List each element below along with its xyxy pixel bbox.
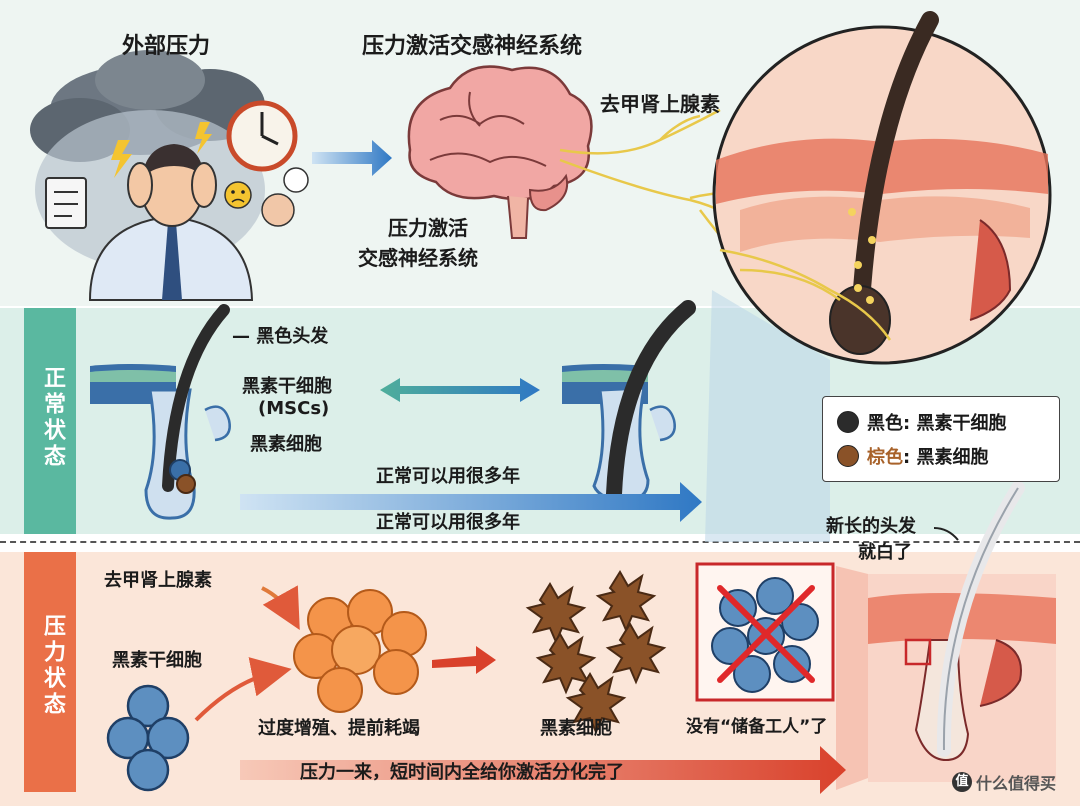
stress-msc-label: 黑素干细胞 bbox=[112, 650, 202, 671]
melanocyte-cells bbox=[525, 570, 667, 735]
legend-brown-key: 棕色 bbox=[867, 447, 903, 468]
legend-row-brown: 棕色 : 黑素细胞 bbox=[837, 441, 988, 471]
normal-state-label: 正常状态 bbox=[40, 366, 65, 470]
sympathetic-heading: 压力激活交感神经系统 bbox=[362, 34, 583, 59]
cross-icon bbox=[717, 585, 815, 683]
years-label-lower: 正常可以用很多年 bbox=[376, 512, 520, 533]
clock-icon bbox=[226, 100, 298, 172]
external-pressure-heading: 外部压力 bbox=[122, 34, 211, 59]
bidirectional-arrow bbox=[380, 378, 540, 402]
legend-black-key: 黑色 bbox=[867, 413, 903, 434]
follicle-zoom-circle bbox=[712, 11, 1052, 365]
site-logo-icon: 值 bbox=[952, 772, 972, 792]
section-divider bbox=[0, 541, 1080, 543]
msc-label-line1: 黑素干细胞 bbox=[242, 376, 332, 397]
proliferation-label: 过度增殖、提前耗竭 bbox=[258, 718, 420, 739]
msc-cell-cluster bbox=[106, 684, 190, 792]
lightning-icon bbox=[111, 122, 212, 178]
normal-state-label-box: 正常状态 bbox=[24, 308, 76, 534]
stress-activation-label: 压力一来，短时间内全给你激活分化完了 bbox=[300, 762, 624, 783]
site-watermark: 值 什么值得买 bbox=[952, 770, 1056, 794]
black-hair-label: — 黑色头发 bbox=[232, 326, 329, 347]
stress-melanocyte-label: 黑素细胞 bbox=[540, 718, 612, 739]
color-legend: 黑色 : 黑素干细胞 棕色 : 黑素细胞 bbox=[822, 396, 1060, 482]
no-reserve-label: 没有“储备工人”了 bbox=[686, 717, 828, 737]
pressure-to-brain-arrow bbox=[312, 140, 392, 176]
clipboard-icon bbox=[45, 177, 87, 229]
white-hair-follicle bbox=[868, 481, 1056, 782]
legend-brown-value: : 黑素细胞 bbox=[903, 447, 989, 468]
worried-emoji-icon bbox=[224, 181, 252, 209]
sympathetic-caption-line1: 压力激活 bbox=[388, 216, 468, 240]
msc-label-line2: (MSCs) bbox=[258, 398, 330, 419]
new-hair-pointer bbox=[933, 527, 959, 541]
melanocyte-label: 黑素细胞 bbox=[250, 434, 322, 455]
normal-years-arrow bbox=[240, 482, 702, 522]
new-hair-label-line1: 新长的头发 bbox=[826, 516, 916, 537]
msc-to-proliferation-arrow bbox=[194, 657, 292, 722]
brain-icon bbox=[407, 65, 593, 239]
legend-black-value: : 黑素干细胞 bbox=[903, 413, 1007, 434]
normal-follicle-right bbox=[562, 300, 696, 502]
brown-dot-icon bbox=[837, 445, 859, 467]
stress-norepinephrine-label: 去甲肾上腺素 bbox=[104, 570, 212, 591]
stress-state-label-box: 压力状态 bbox=[24, 552, 76, 792]
sympathetic-caption-line2: 交感神经系统 bbox=[358, 246, 478, 270]
stress-zoom-connector bbox=[836, 566, 868, 790]
black-dot-icon bbox=[837, 411, 859, 433]
legend-row-black: 黑色 : 黑素干细胞 bbox=[837, 407, 1006, 437]
anxious-thought-icon bbox=[261, 167, 309, 227]
site-watermark-text: 什么值得买 bbox=[976, 774, 1057, 793]
zoom-connector bbox=[705, 290, 830, 542]
years-label-upper: 正常可以用很多年 bbox=[376, 466, 520, 487]
norepinephrine-label: 去甲肾上腺素 bbox=[600, 92, 720, 116]
proliferating-cells-cluster bbox=[293, 589, 427, 713]
stressed-person-icon bbox=[88, 144, 254, 301]
norepinephrine-arrow bbox=[261, 585, 300, 630]
stress-activation-arrow bbox=[240, 746, 846, 794]
normal-follicle-left bbox=[90, 304, 231, 520]
new-hair-label-line2: 就白了 bbox=[858, 542, 912, 563]
stress-state-label: 压力状态 bbox=[40, 614, 65, 718]
to-melanocyte-arrow bbox=[432, 646, 496, 674]
